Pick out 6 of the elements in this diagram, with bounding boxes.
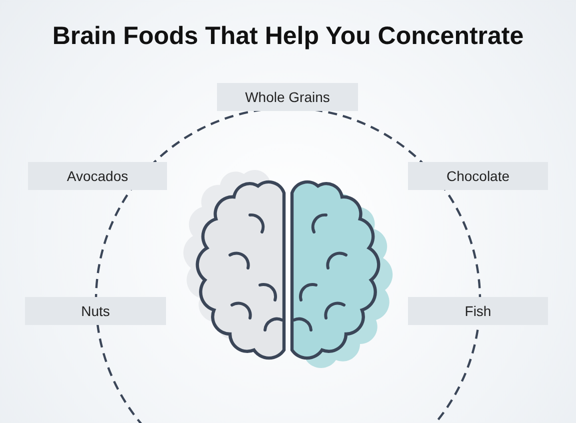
label-box: Avocados — [28, 162, 167, 190]
title: Brain Foods That Help You Concentrate — [51, 22, 525, 51]
label-box: Chocolate — [408, 162, 548, 190]
label-box: Fish — [408, 297, 548, 325]
label-box: Nuts — [25, 297, 166, 325]
label-box: Whole Grains — [217, 83, 358, 111]
